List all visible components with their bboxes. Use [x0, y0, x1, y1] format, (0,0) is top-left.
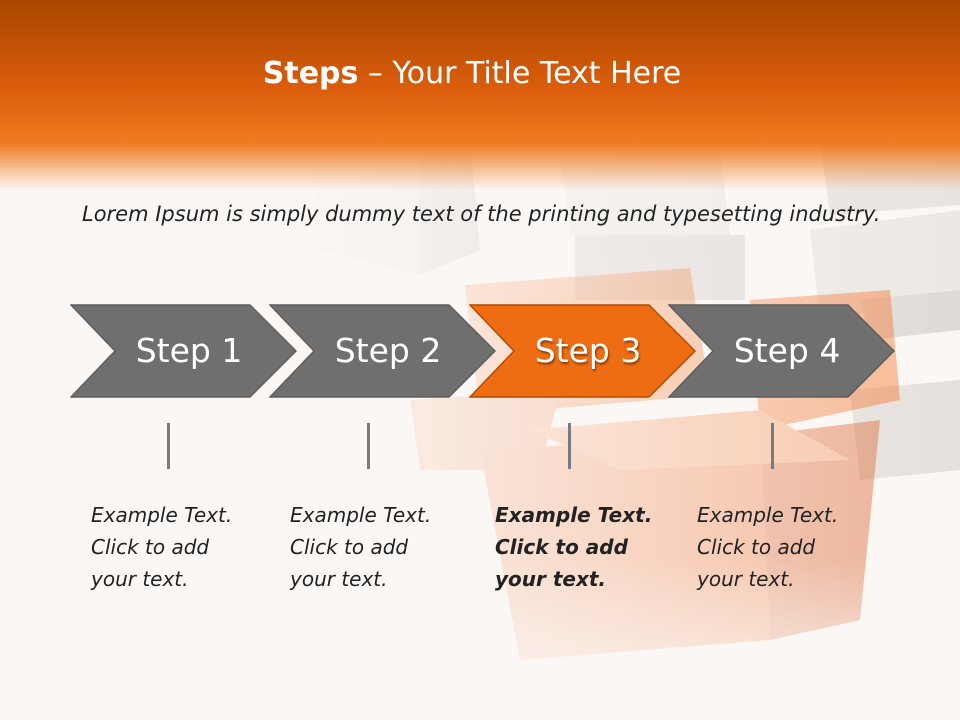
step-1-connector	[167, 423, 170, 469]
step-2-connector	[367, 423, 370, 469]
step-2-text-line: Click to add	[290, 535, 409, 559]
step-3-text-line: your text.	[495, 567, 607, 591]
step-2-label: Step 2	[334, 331, 442, 370]
step-1-chevron: Step 1	[70, 304, 298, 398]
step-1-text-line: your text.	[91, 567, 189, 591]
step-4-connector	[771, 423, 774, 469]
page-title: Steps – Your Title Text Here	[0, 50, 944, 98]
step-3-chevron: Step 3	[469, 304, 697, 398]
intro-text: Lorem Ipsum is simply dummy text of the …	[82, 202, 881, 226]
step-1-label: Step 1	[135, 331, 243, 370]
step-1-description: Example Text. Click to add your text.	[91, 499, 281, 595]
step-4-text-line: your text.	[697, 567, 795, 591]
step-4-chevron: Step 4	[668, 304, 896, 398]
step-2-description: Example Text. Click to add your text.	[290, 499, 480, 595]
step-2-text-line: Example Text.	[290, 503, 432, 527]
step-4-text-line: Example Text.	[697, 503, 839, 527]
step-4-description: Example Text. Click to add your text.	[697, 499, 887, 595]
chevron-shape	[70, 304, 298, 398]
title-rest: – Your Title Text Here	[367, 56, 682, 91]
step-3-description: Example Text. Click to add your text.	[495, 499, 685, 595]
step-2-text-line: your text.	[290, 567, 388, 591]
step-2-chevron: Step 2	[269, 304, 497, 398]
title-bold: Steps	[262, 56, 359, 91]
step-1-text-line: Example Text.	[91, 503, 233, 527]
step-3-text-line: Click to add	[495, 535, 628, 559]
step-4-text-line: Click to add	[697, 535, 816, 559]
chevron-shape	[269, 304, 497, 398]
step-3-text-line: Example Text.	[495, 503, 653, 527]
step-3-connector	[568, 423, 571, 469]
step-4-label: Step 4	[733, 331, 841, 370]
step-1-text-line: Click to add	[91, 535, 210, 559]
step-3-label: Step 3	[534, 331, 642, 370]
chevron-shape	[469, 304, 697, 398]
chevron-shape	[668, 304, 896, 398]
